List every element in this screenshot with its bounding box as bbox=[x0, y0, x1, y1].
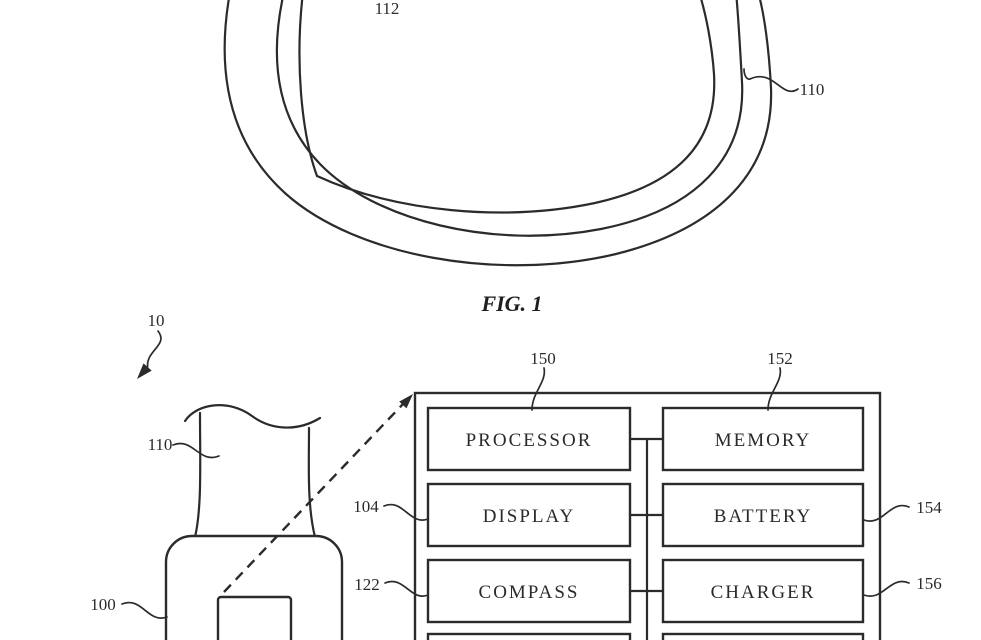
display-block-label: DISPLAY bbox=[483, 506, 576, 527]
ref-152-leader bbox=[767, 367, 782, 411]
callout-dashed-line bbox=[223, 403, 404, 593]
strap-left-edge bbox=[193, 411, 202, 539]
battery-block bbox=[661, 482, 865, 548]
fig2-ref-10-label: 10 bbox=[148, 311, 165, 330]
fig2-ref-10-arrowhead-icon bbox=[137, 363, 152, 379]
ref-122-leader bbox=[384, 580, 429, 598]
ref-122-label: 122 bbox=[354, 575, 380, 594]
fig1-ref-112-label: 112 bbox=[375, 0, 400, 18]
ref-154-leader bbox=[863, 504, 910, 522]
fig2-ref-110-label: 110 bbox=[148, 435, 173, 454]
ref-156-leader bbox=[863, 580, 910, 598]
ref-104-leader bbox=[383, 503, 429, 521]
charger-block-label: CHARGER bbox=[711, 582, 816, 603]
ref-150-leader bbox=[531, 367, 546, 411]
fig1-ref-110-leader bbox=[743, 68, 799, 93]
ref-154-label: 154 bbox=[916, 498, 942, 517]
compass-block-label: COMPASS bbox=[479, 582, 580, 603]
partial-block-bottom-right bbox=[661, 632, 865, 640]
processor-block bbox=[426, 406, 632, 472]
display-block bbox=[426, 482, 632, 548]
block-connectors bbox=[630, 437, 663, 640]
fig2-ref-100-leader bbox=[121, 601, 168, 619]
strap-break-wave bbox=[183, 404, 322, 429]
battery-block-label: BATTERY bbox=[714, 506, 812, 527]
fig1-caption: FIG. 1 bbox=[480, 291, 542, 316]
ref-156-label: 156 bbox=[916, 574, 942, 593]
fig1-band-loop bbox=[223, 0, 773, 267]
watch-display-window bbox=[216, 595, 293, 640]
watch-body-outline bbox=[164, 534, 344, 640]
ref-104-label: 104 bbox=[353, 497, 379, 516]
memory-block-label: MEMORY bbox=[715, 430, 811, 451]
band-outer-edge-path bbox=[223, 0, 773, 267]
partial-block-bottom-left bbox=[426, 632, 632, 640]
ref-152-label: 152 bbox=[767, 349, 793, 368]
charger-block bbox=[661, 558, 865, 624]
fig2-ref-10-arrow-shaft bbox=[146, 330, 162, 368]
fig2-ref-100-label: 100 bbox=[90, 595, 116, 614]
compass-block bbox=[426, 558, 632, 624]
band-inner-edge-path bbox=[275, 0, 744, 237]
strap-right-edge bbox=[307, 426, 317, 539]
ref-150-label: 150 bbox=[530, 349, 556, 368]
band-overlap-edge-path bbox=[298, 0, 716, 214]
memory-block bbox=[661, 406, 865, 472]
processor-block-label: PROCESSOR bbox=[466, 430, 593, 451]
fig2-watch-band bbox=[183, 404, 322, 539]
fig2-ref-110-leader bbox=[172, 442, 220, 459]
callout-arrowhead-icon bbox=[399, 394, 413, 409]
fig1-ref-110-label: 110 bbox=[800, 80, 825, 99]
